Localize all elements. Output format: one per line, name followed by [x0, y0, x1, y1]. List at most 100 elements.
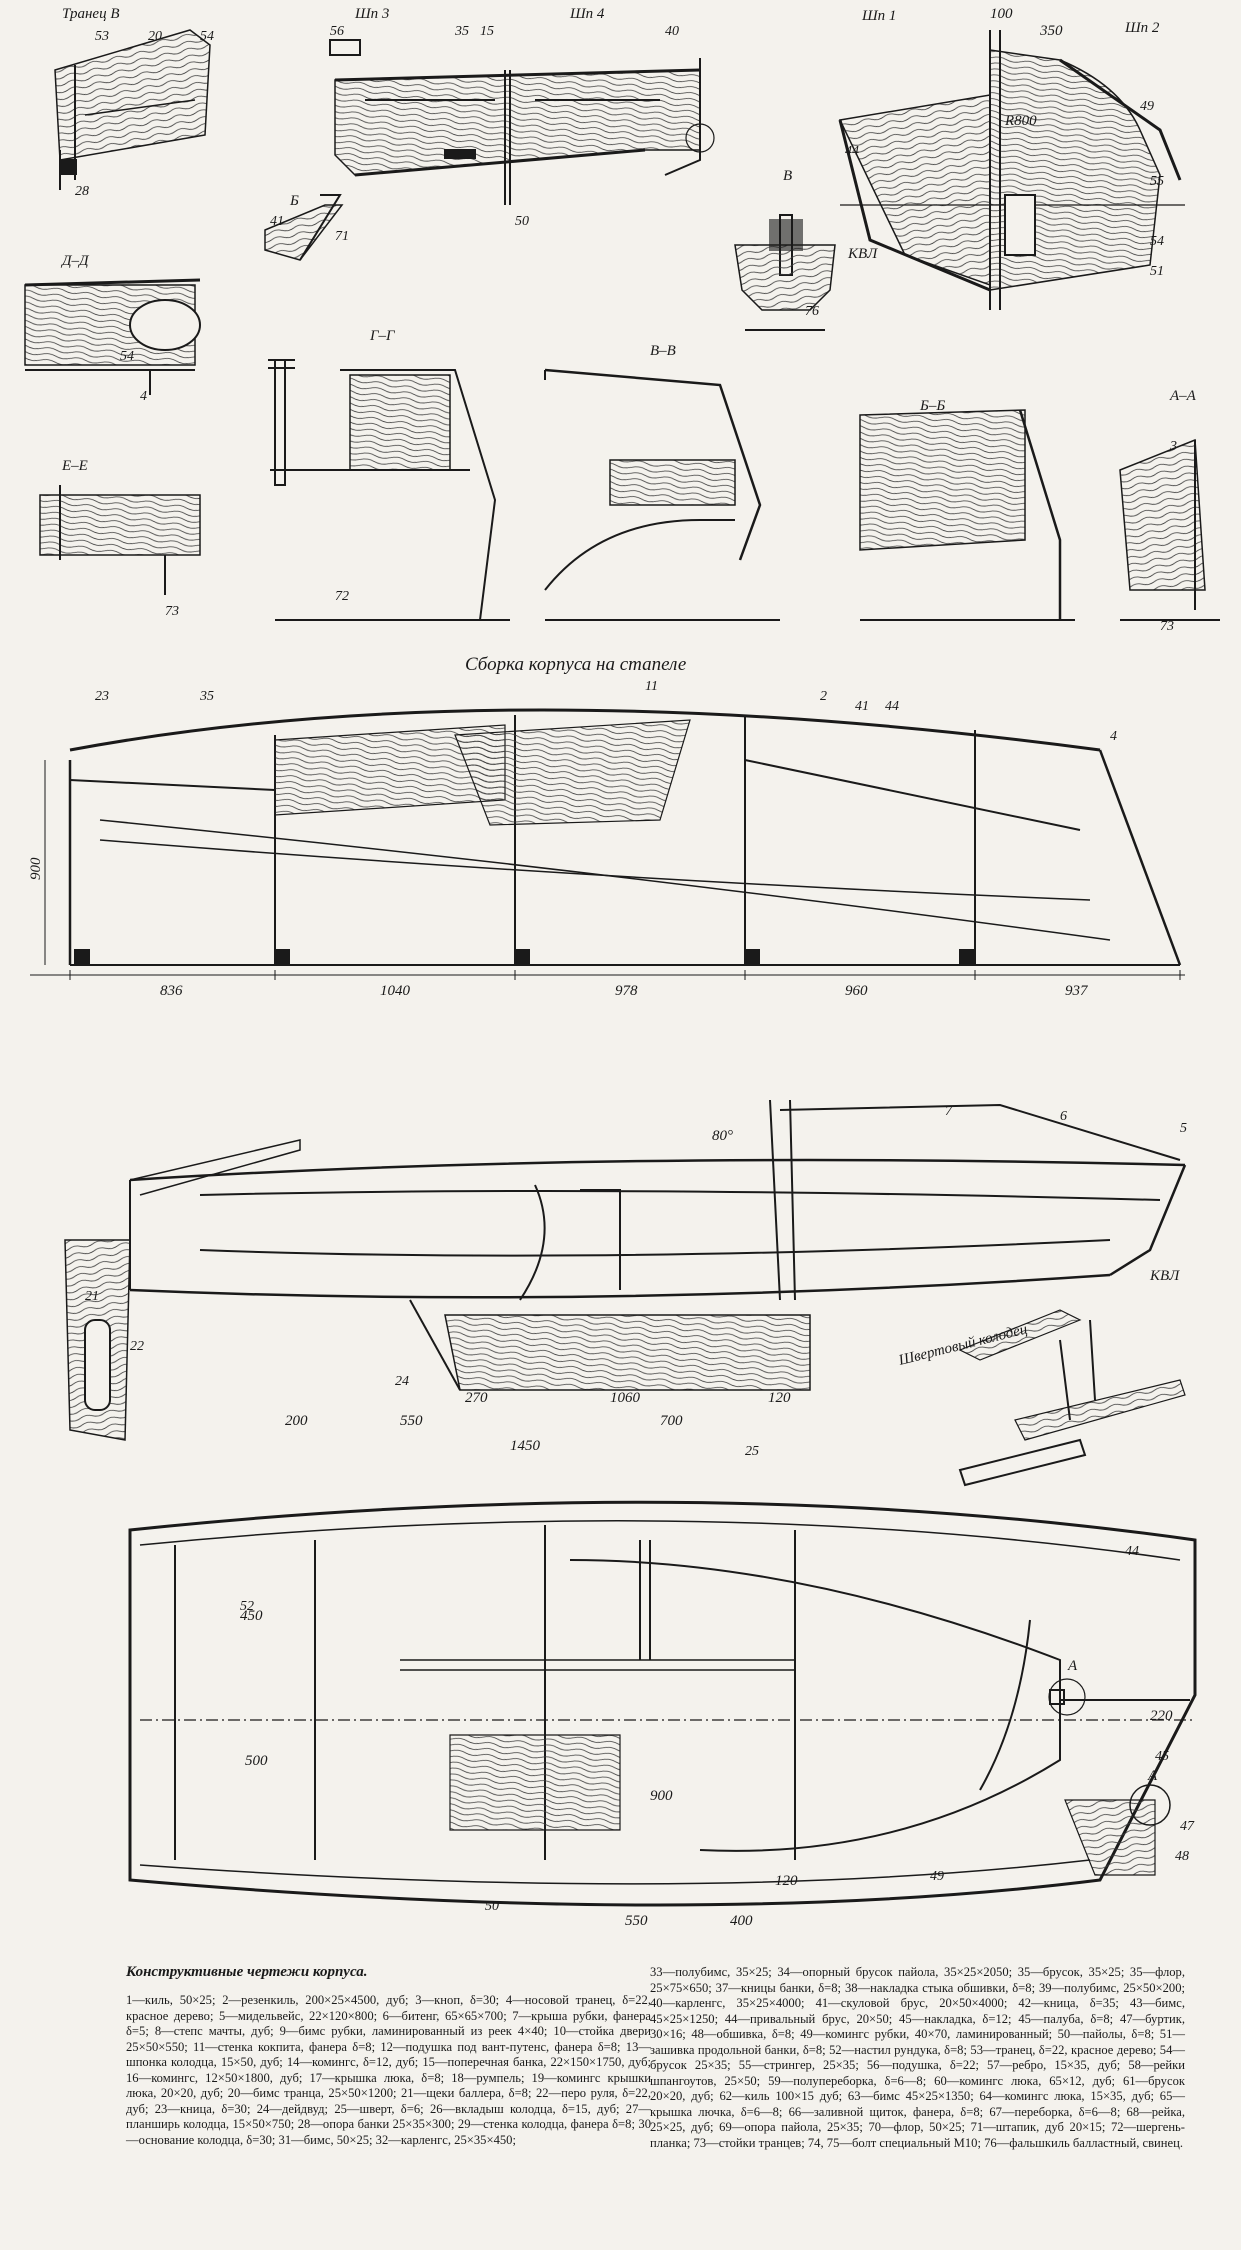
callout-71: 71	[335, 229, 349, 244]
callout-7: 7	[945, 1104, 953, 1119]
assembly-title: Сборка корпуса на стапеле	[465, 654, 686, 675]
callout-41: 41	[270, 214, 284, 229]
callout-73b: 73	[1160, 619, 1174, 634]
section-aa	[1119, 438, 1220, 621]
callout-21: 21	[85, 1289, 99, 1304]
callout-72: 72	[335, 589, 349, 604]
callout-4: 4	[140, 389, 147, 404]
callout-52: 52	[240, 1599, 254, 1614]
section-bb	[859, 409, 1075, 621]
dim-lower-700: 700	[660, 1413, 683, 1429]
callout-54b: 54	[120, 349, 134, 364]
callout-5: 5	[1180, 1121, 1187, 1136]
section-dd	[24, 278, 201, 395]
dim-station-3: 978	[615, 983, 638, 999]
dim-plan-900: 900	[650, 1788, 673, 1804]
callout-44: 44	[845, 144, 859, 159]
label-a-detail-2: А	[1147, 1768, 1158, 1784]
callout-47: 47	[1180, 1819, 1195, 1834]
callout-41b: 41	[855, 699, 869, 714]
callout-49: 49	[1140, 99, 1154, 114]
label-ee: Е–Е	[61, 458, 88, 474]
dim-lower-1060: 1060	[610, 1390, 641, 1406]
callout-54: 54	[200, 29, 214, 44]
callout-48: 48	[1175, 1849, 1189, 1864]
label-aa: А–А	[1169, 388, 1197, 404]
side-profile	[64, 1099, 1187, 1441]
label-frame4: Шп 4	[569, 6, 605, 22]
dim-plan-450: 450	[240, 1608, 263, 1624]
label-gg: Г–Г	[369, 328, 396, 344]
callout-23: 23	[95, 689, 109, 704]
label-dd: Д–Д	[60, 253, 90, 269]
section-gg	[268, 359, 510, 621]
callout-53: 53	[95, 29, 109, 44]
legend-block: Конструктивные чертежи корпуса. 1—киль, …	[38, 1964, 1208, 2240]
callout-50: 50	[515, 214, 529, 229]
callout-56: 56	[330, 24, 344, 39]
label-frame1: Шп 1	[861, 8, 896, 24]
label-vv: В–В	[650, 343, 676, 359]
dim-plan-550: 550	[625, 1913, 648, 1929]
callout-35: 35	[454, 24, 469, 39]
dim-station-2: 1040	[380, 983, 411, 999]
callout-24: 24	[395, 1374, 409, 1389]
dim-lower-1450: 1450	[510, 1438, 541, 1454]
label-v: В	[783, 168, 792, 184]
callout-51: 51	[1150, 264, 1164, 279]
dim-plan-120: 120	[775, 1873, 798, 1889]
callout-15: 15	[480, 24, 494, 39]
frame1-frame2-section	[838, 30, 1185, 310]
legend-right-column: 33—полубимс, 35×25; 34—опорный брусок па…	[650, 1965, 1185, 2150]
label-transom: Транец В	[62, 6, 119, 22]
dim-frame-r800: R800	[1004, 113, 1037, 129]
section-vv	[544, 368, 780, 621]
callout-20: 20	[148, 29, 162, 44]
dim-lower-120: 120	[768, 1390, 791, 1406]
callout-28: 28	[75, 184, 89, 199]
dim-station-5: 937	[1065, 983, 1089, 999]
dim-frame-350: 350	[1039, 23, 1063, 39]
callout-54c: 54	[1150, 234, 1164, 249]
callout-4b: 4	[1110, 729, 1117, 744]
label-b: Б	[289, 193, 299, 209]
callout-45: 45	[1155, 1749, 1169, 1764]
callout-35b: 35	[199, 689, 214, 704]
frame3-frame4-section	[329, 39, 715, 205]
legend-left-column: 1—киль, 50×25; 2—резенкиль, 200×25×4500,…	[126, 1993, 651, 2147]
dim-lower-270: 270	[465, 1390, 488, 1406]
label-angle: 80°	[712, 1128, 733, 1144]
hull-drawings: Транец В Шп 3 Шп 4 Шп 1 Шп 2 Д–Д Г–Г В–В…	[24, 6, 1220, 1929]
transom-section	[54, 29, 211, 190]
callout-40: 40	[665, 24, 679, 39]
dim-height: 900	[28, 857, 44, 880]
label-kvl-frame: КВЛ	[847, 246, 878, 262]
callout-3: 3	[1169, 439, 1177, 454]
label-a-detail: А	[1067, 1658, 1078, 1674]
label-frame2: Шп 2	[1124, 20, 1160, 36]
keel-bolt-detail	[734, 214, 836, 331]
label-frame3: Шп 3	[354, 6, 389, 22]
callout-22: 22	[130, 1339, 144, 1354]
callout-6: 6	[1060, 1109, 1067, 1124]
callout-73: 73	[165, 604, 179, 619]
section-ee	[39, 485, 201, 595]
well-detail	[958, 1309, 1186, 1487]
dim-plan-400: 400	[730, 1913, 753, 1929]
callout-44c: 44	[1125, 1544, 1139, 1559]
callout-44b: 44	[885, 699, 899, 714]
callout-50b: 50	[485, 1899, 499, 1914]
plan-view	[128, 1500, 1197, 1907]
assembly-on-stocks	[30, 708, 1185, 980]
callout-2: 2	[820, 689, 827, 704]
dim-lower-200: 200	[285, 1413, 308, 1429]
callout-76: 76	[805, 304, 819, 319]
label-bb: Б–Б	[919, 398, 945, 414]
legend-title: Конструктивные чертежи корпуса.	[126, 1964, 368, 1980]
dim-frame-100: 100	[990, 6, 1013, 22]
dim-lower-550: 550	[400, 1413, 423, 1429]
callout-25: 25	[745, 1444, 759, 1459]
callout-11: 11	[645, 679, 658, 694]
dim-station-1: 836	[160, 983, 183, 999]
